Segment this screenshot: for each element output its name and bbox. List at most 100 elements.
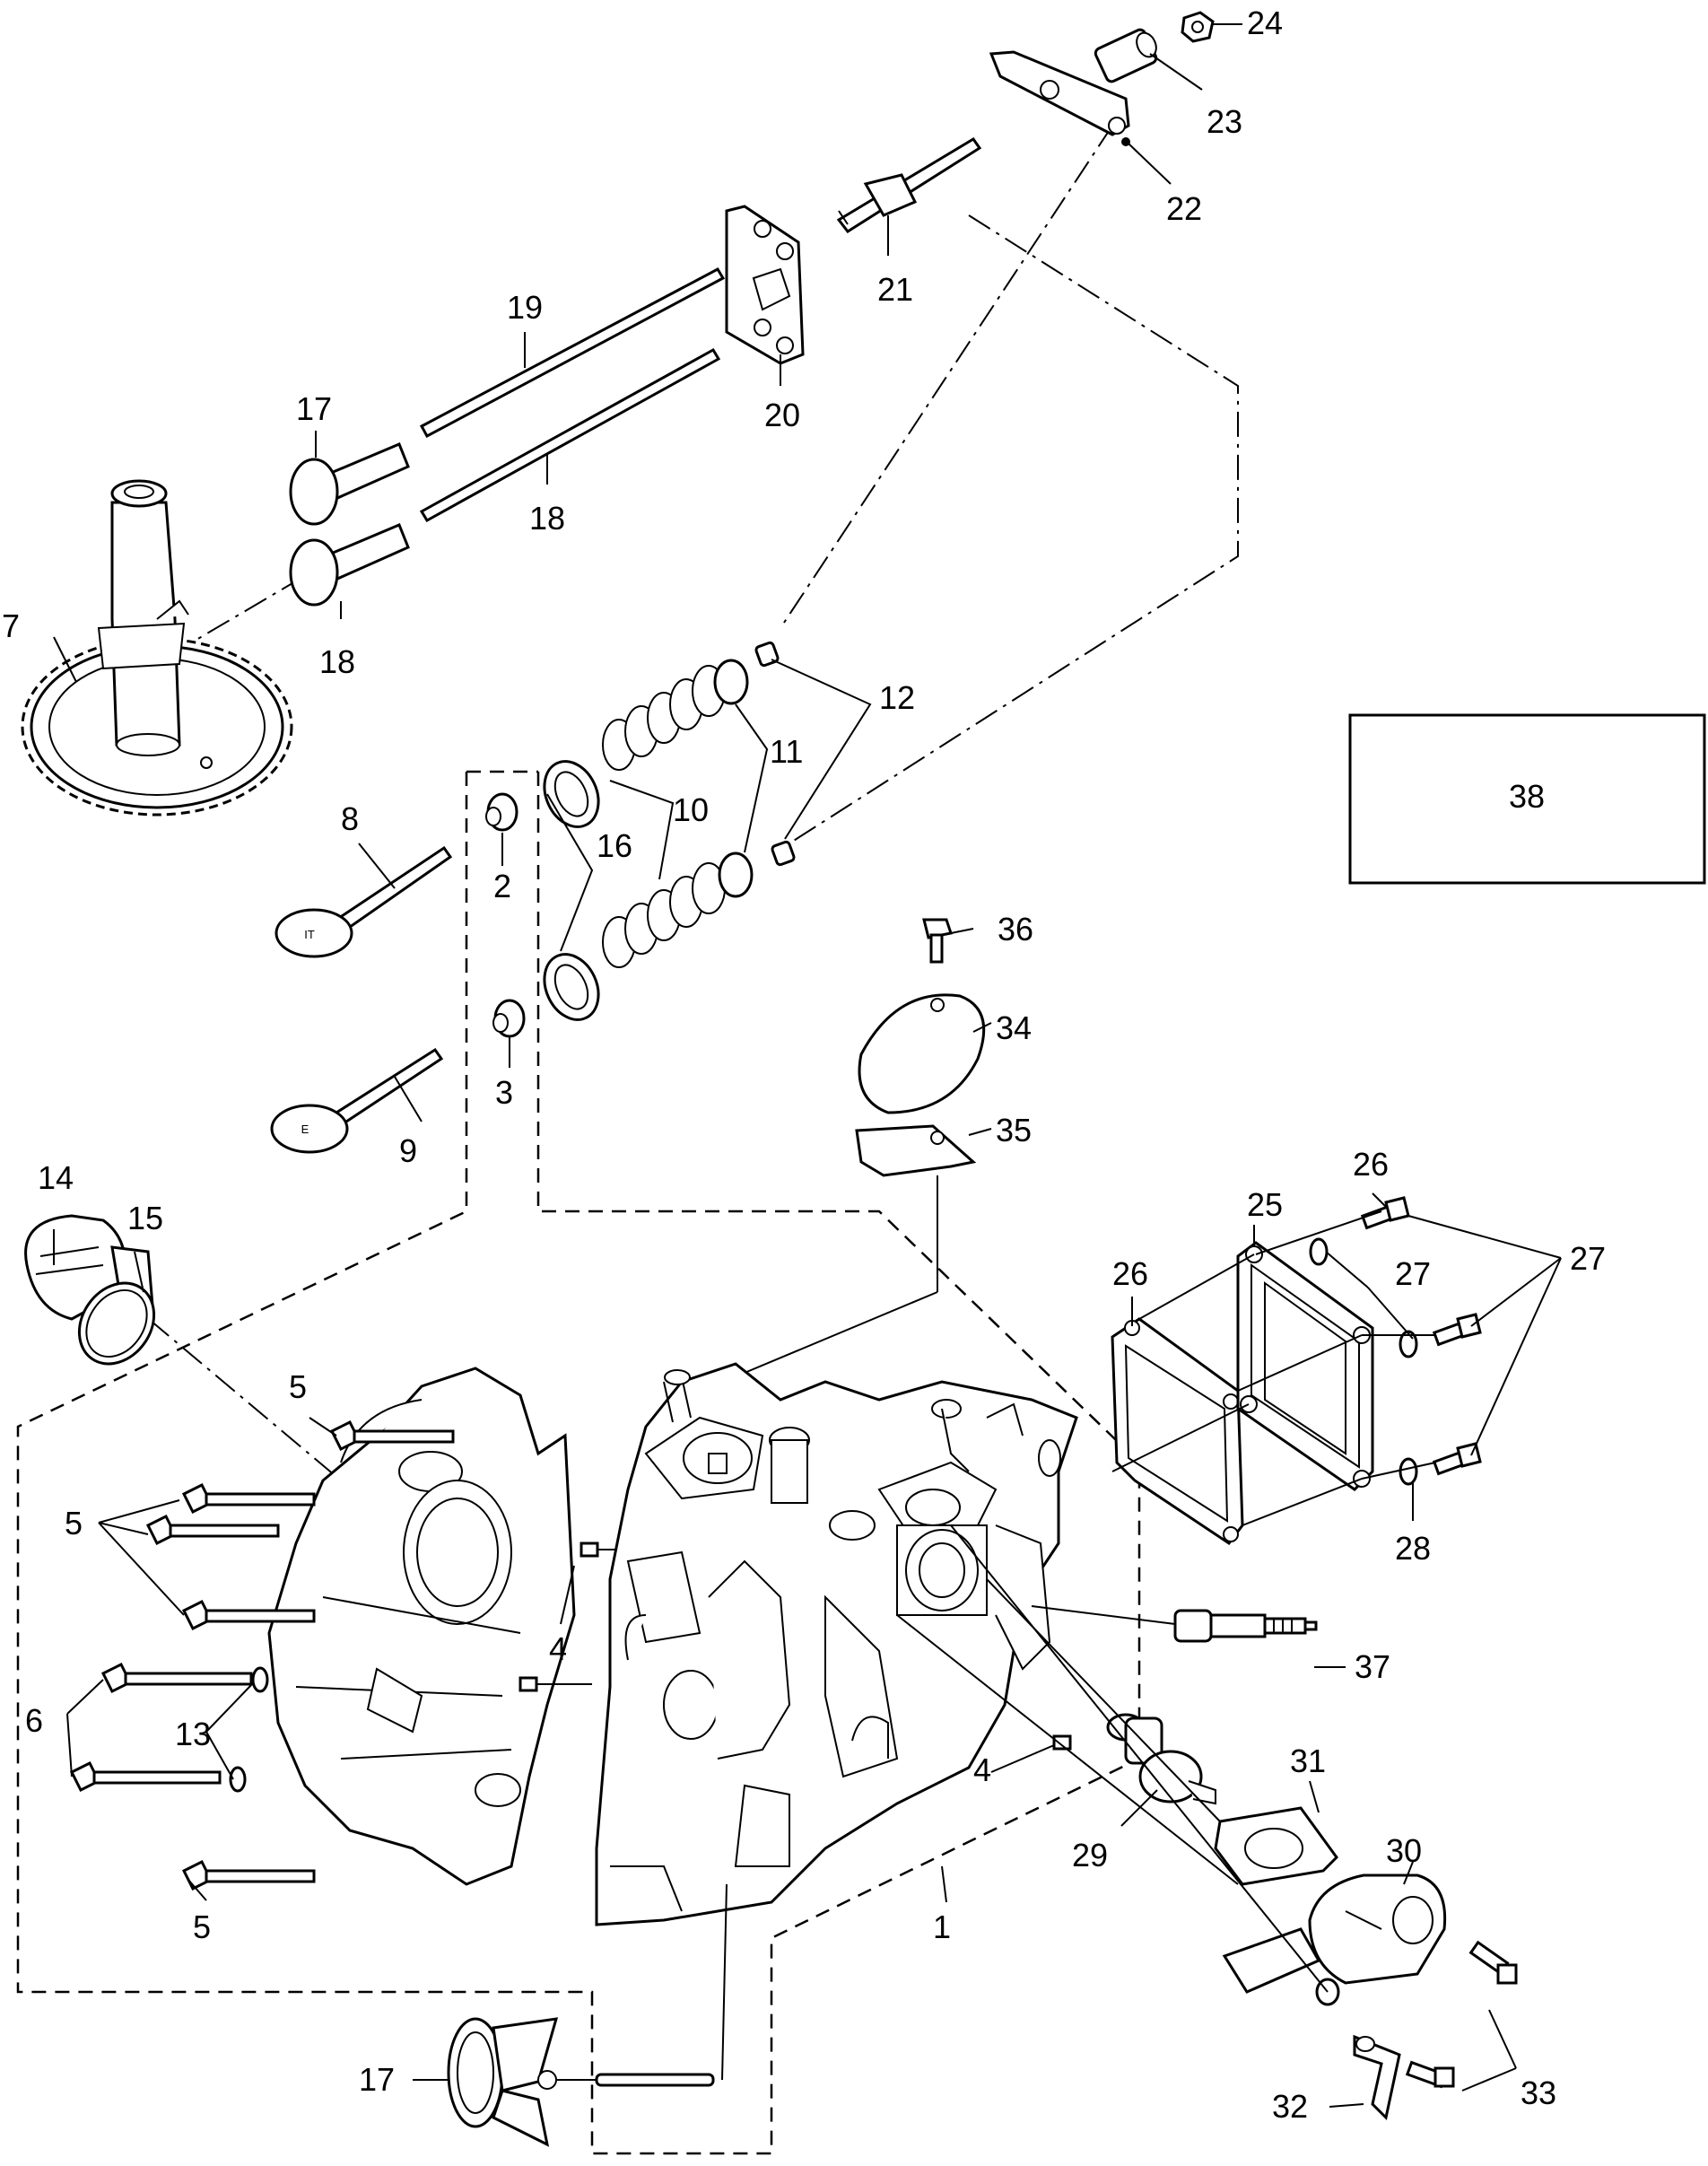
cover-long-bolt-2: [69, 1760, 222, 1793]
callout-17-lower: 18: [319, 643, 355, 680]
callout-33: 34: [996, 1009, 1032, 1046]
housing-bolt-1: [1468, 1940, 1518, 1985]
rocker-pin: [1121, 137, 1130, 146]
reference-box-label: 38: [1509, 778, 1545, 815]
callout-5-bottom: 5: [193, 1908, 211, 1945]
rocker-stud: [836, 136, 982, 233]
valve-train-boundary: [536, 772, 1140, 1463]
callout-9: 15: [127, 1200, 163, 1236]
tappet-lower: [289, 523, 410, 607]
callout-20: 21: [877, 271, 913, 308]
callout-4-upper: 4: [549, 1630, 567, 1667]
cover-bolt-4: [181, 1599, 316, 1631]
screw-washer-1: [1309, 1237, 1329, 1266]
cover-bolt-3: [145, 1514, 280, 1546]
callout-29: 30: [1386, 1832, 1422, 1869]
exhaust-valve-mark: E: [301, 1122, 309, 1136]
spring-retainer-lower: [718, 852, 754, 898]
adjuster-nut-sleeve: [1094, 28, 1158, 83]
breather-gasket: [855, 1124, 977, 1177]
cover-bolt-2: [181, 1482, 316, 1515]
intake-valve-mark: IT: [304, 928, 315, 941]
exhaust-valve: E: [270, 1047, 444, 1154]
pushrod-guide-plate: [725, 205, 805, 365]
callout-23: 24: [1247, 4, 1283, 41]
rocker-arm: [989, 50, 1130, 136]
pushrod-upper: [419, 267, 726, 439]
callout-8: 14: [38, 1159, 74, 1196]
hex-nut: [1181, 11, 1215, 43]
callout-25: 26: [1112, 1255, 1148, 1292]
callout-labels: 24 23 22 21 20 19 18 17 18 7 8 2 16 10 1…: [2, 4, 1606, 2125]
dowel-pin-1: [580, 1542, 599, 1558]
dowel-pin-3: [1052, 1734, 1072, 1751]
callout-3: 3: [495, 1074, 513, 1111]
crankcase-cover: [267, 1367, 576, 1886]
head-cover-screw-3: [1432, 1442, 1482, 1476]
intake-valve: IT: [274, 845, 453, 958]
tappet-upper: [289, 442, 410, 526]
rocker-arm-hole: [1040, 80, 1059, 100]
callout-5-top: 5: [289, 1368, 307, 1405]
callout-15: 12: [879, 679, 915, 716]
thermostat: [1106, 1713, 1216, 1805]
hose-clip: [1353, 2034, 1401, 2121]
reference-box: [1348, 713, 1706, 885]
callout-27-top: 27: [1395, 1255, 1431, 1292]
cover-long-bolt-1: [100, 1662, 253, 1694]
pushrod-lower: [419, 347, 721, 523]
cover-bolt-1: [329, 1419, 455, 1452]
callout-6: 6: [25, 1702, 43, 1739]
valve-spring-upper: [602, 665, 726, 771]
callout-26-right: 27: [1570, 1240, 1606, 1277]
head-cover-screw-1: [1360, 1196, 1410, 1230]
callout-35: 36: [998, 911, 1033, 948]
callout-17-upper: 17: [296, 390, 332, 427]
callout-22: 23: [1207, 103, 1242, 140]
governor-gear: [447, 2017, 559, 2147]
thermostat-housing: [1222, 1873, 1447, 1994]
breather-bolt: [922, 918, 953, 964]
crankcase-cover-boundary: [16, 772, 1141, 2155]
callout-5-left: 5: [65, 1505, 83, 1542]
valve-stem-seal-intake: [485, 792, 518, 832]
breather-cover: [858, 993, 986, 1114]
callout-7: 13: [175, 1716, 211, 1752]
head-cover-screw-2: [1432, 1313, 1482, 1347]
washer-2: [229, 1766, 247, 1793]
callout-2: 2: [493, 868, 511, 904]
callout-12: 9: [399, 1132, 417, 1169]
callout-28: 29: [1072, 1837, 1108, 1873]
valve-keeper-upper: [754, 641, 780, 668]
pushrod-cover-reference-line: [789, 214, 1239, 844]
cylinder-block: [595, 1362, 1078, 1926]
callout-37: 37: [1355, 1648, 1390, 1685]
washer-1: [251, 1666, 269, 1693]
callout-10: 7: [2, 607, 20, 644]
rocker-pivot: [1108, 117, 1126, 135]
callout-4-lower: 4: [973, 1751, 991, 1788]
callout-27-bottom: 28: [1395, 1530, 1431, 1567]
callout-18-upper: 19: [507, 289, 543, 326]
callout-21: 22: [1166, 190, 1202, 227]
callout-26-top: 26: [1353, 1146, 1389, 1183]
callout-16: 16: [597, 827, 632, 864]
callout-19: 20: [764, 397, 800, 433]
callout-24: 25: [1247, 1186, 1283, 1223]
rocker-reference-line: [780, 125, 1113, 629]
valve-keeper-lower: [771, 840, 796, 867]
callout-36: 17: [359, 2061, 395, 2098]
leader-lines: [53, 23, 1562, 2108]
cover-bolt-5: [181, 1859, 316, 1891]
callout-14: 11: [770, 733, 803, 770]
callout-32: 33: [1521, 2074, 1556, 2111]
callout-18-lower: 18: [529, 500, 565, 537]
callout-1: 1: [933, 1908, 951, 1945]
callout-11: 8: [341, 800, 359, 837]
callout-31: 32: [1272, 2088, 1308, 2125]
dowel-pin-2: [518, 1676, 538, 1692]
valve-stem-seal-exhaust: [492, 999, 526, 1038]
camshaft: [97, 479, 189, 756]
